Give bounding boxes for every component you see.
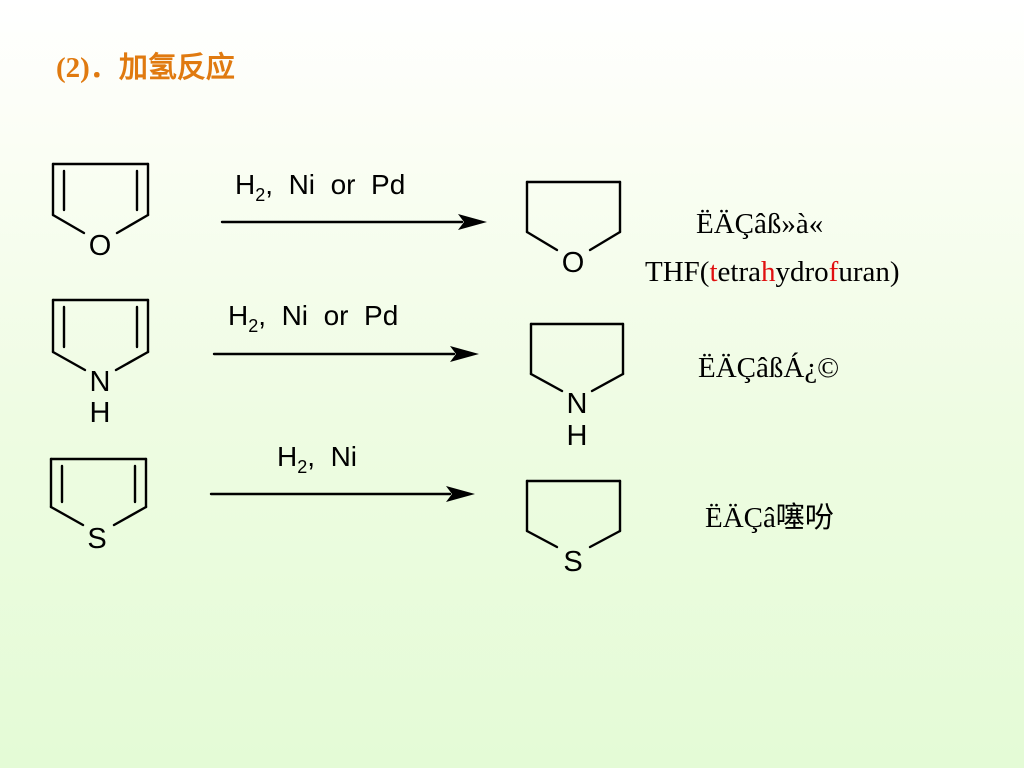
pyrrolidine-n-label: N [567, 388, 588, 420]
reagent-label-1: H2, Ni or Pd [235, 169, 405, 205]
product-name-thf: ËÄÇâß»à« [696, 208, 824, 240]
product-name-pyrrolidine: ËÄÇâßÁ¿© [698, 352, 840, 384]
thiophene-structure [49, 457, 148, 527]
slide-title: (2)．加氢反应 [56, 52, 235, 84]
pyrrolidine-structure [529, 322, 625, 393]
arrowhead-3 [446, 486, 475, 502]
thf-o-label: O [562, 247, 585, 279]
furan-o-label: O [89, 230, 112, 262]
product-name-tetrahydrothiophene: ËÄÇâ噻吩 [705, 502, 834, 534]
pyrrolidine-h-label: H [567, 420, 588, 452]
pyrrole-h-label: H [90, 397, 111, 429]
arrowhead-2 [450, 346, 479, 362]
reagent-label-2: H2, Ni or Pd [228, 300, 398, 336]
tht-s-label: S [563, 546, 582, 578]
thiophene-s-label: S [87, 523, 106, 555]
reagent-label-3: H2, Ni [277, 441, 357, 477]
arrowhead-1 [458, 214, 487, 230]
pyrrole-n-label: N [90, 366, 111, 398]
furan-structure [51, 162, 150, 235]
thf-abbreviation: THF(tetrahydrofuran) [645, 256, 900, 288]
pyrrole-structure [51, 298, 150, 372]
tetrahydrofuran-structure [525, 180, 622, 252]
tetrahydrothiophene-structure [525, 479, 622, 549]
